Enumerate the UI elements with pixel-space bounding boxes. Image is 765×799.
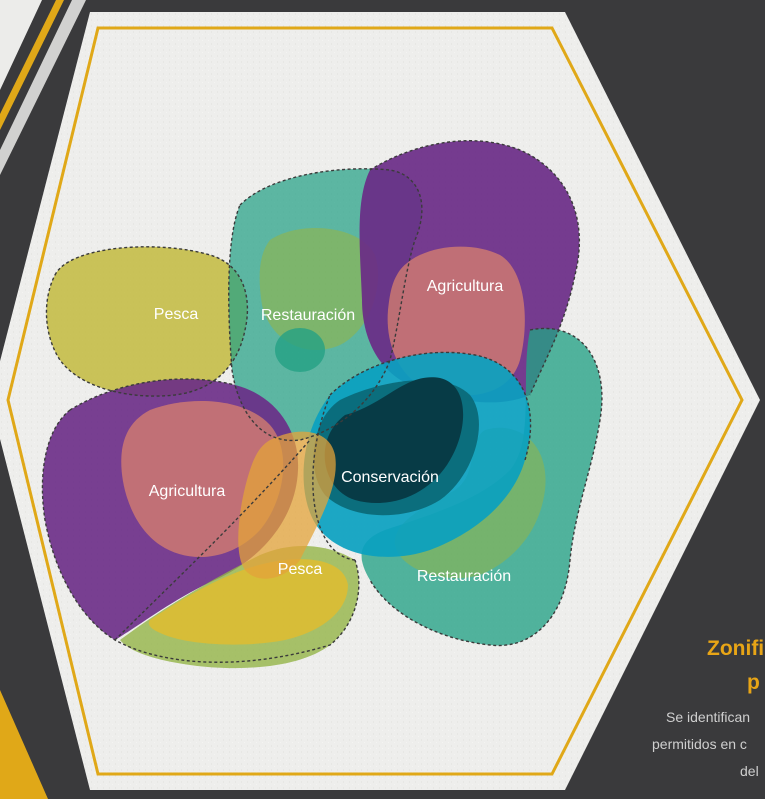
caption-title-line2: p xyxy=(747,671,760,694)
caption: Zonifi p Se identifican permitidos en c … xyxy=(652,637,764,779)
zone-label-conservacion: Conservación xyxy=(341,469,439,486)
zone-blobs xyxy=(41,140,603,669)
zone-label-agricultura-top: Agricultura xyxy=(427,278,504,295)
zone-label-restauracion-top: Restauración xyxy=(261,307,355,324)
caption-body-line3: del xyxy=(740,763,759,779)
left-decorative-frame xyxy=(0,0,86,799)
zone-label-restauracion-bottom: Restauración xyxy=(417,568,511,585)
zone-labels: Pesca Restauración Agricultura Agricultu… xyxy=(149,278,511,585)
caption-body-line2: permitidos en c xyxy=(652,736,747,752)
caption-title-line1: Zonifi xyxy=(707,637,764,660)
zone-label-agricultura-bottom: Agricultura xyxy=(149,483,226,500)
zone-label-pesca-top: Pesca xyxy=(154,306,199,323)
zone-label-pesca-bottom: Pesca xyxy=(278,561,323,578)
caption-body-line1: Se identifican xyxy=(666,709,750,725)
zone-pesca-top xyxy=(46,246,248,397)
hexagon-gold-border xyxy=(6,26,744,776)
